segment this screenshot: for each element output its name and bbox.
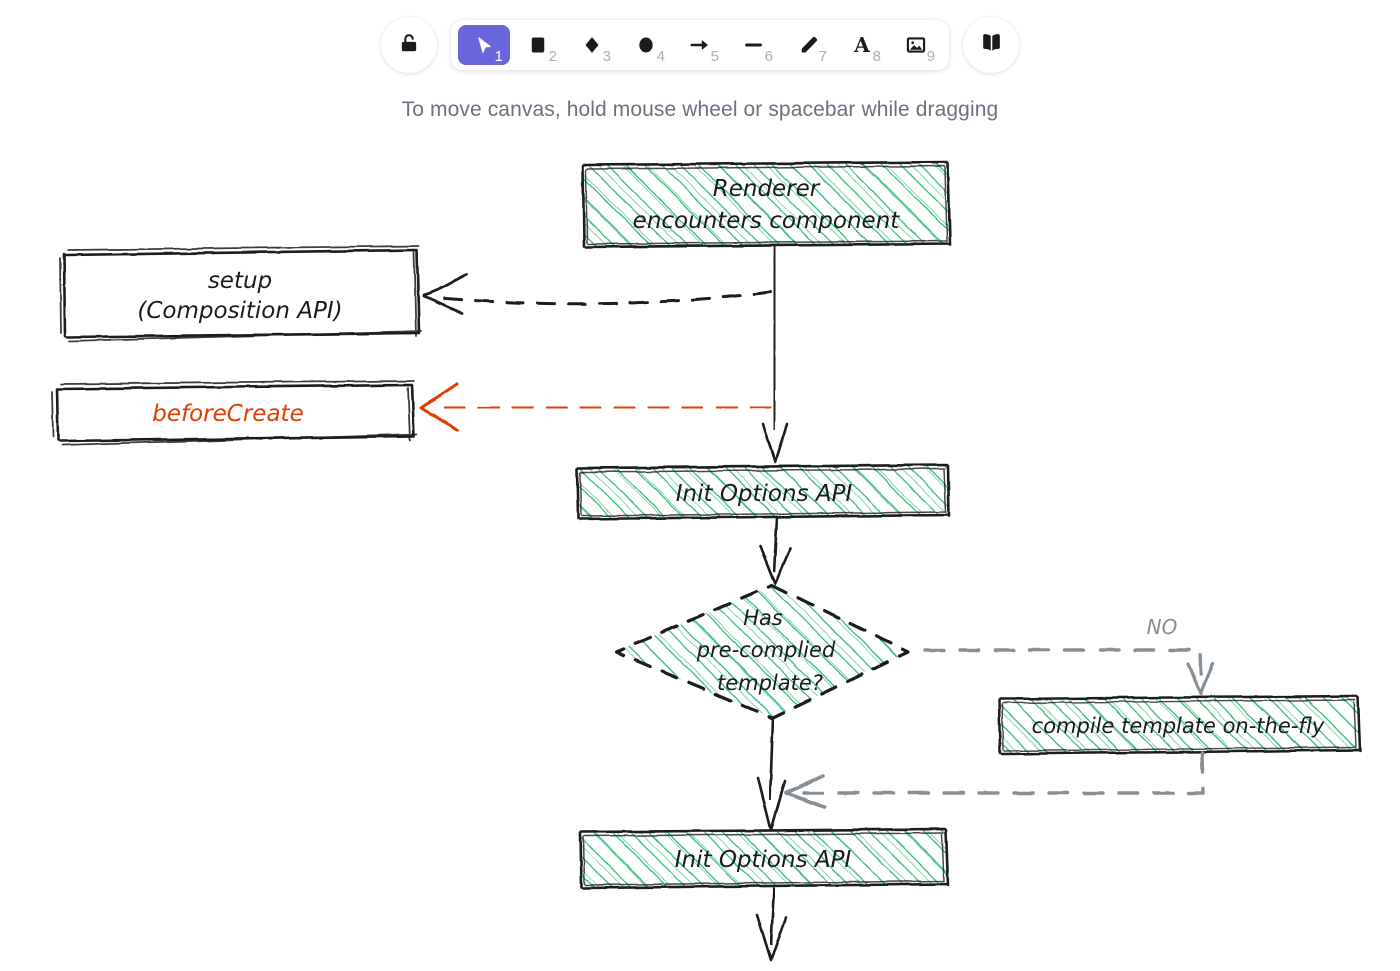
edge-main-to-beforecreate[interactable]: [419, 382, 772, 432]
text-icon: A: [851, 34, 873, 56]
book-icon: [978, 29, 1005, 61]
node-renderer-line-2: encounters component: [633, 208, 901, 234]
node-beforecreate-label: beforeCreate: [152, 401, 303, 427]
tool-arrow-key: 5: [710, 48, 719, 65]
unlock-icon: [396, 30, 422, 61]
edge-init1-to-diamond[interactable]: [758, 517, 792, 586]
line-icon: [743, 34, 765, 56]
lock-button[interactable]: [381, 17, 437, 73]
library-button[interactable]: [963, 17, 1019, 73]
tool-image-key: 9: [926, 48, 935, 65]
tool-diamond[interactable]: 3: [566, 25, 618, 65]
tool-line-key: 6: [764, 48, 773, 65]
selection-cursor-icon: [474, 35, 495, 56]
edge-compile-back-to-init2[interactable]: [784, 751, 1205, 809]
node-diamond-line-3: template?: [717, 671, 823, 695]
edge-diamond-no-to-compile[interactable]: NO: [923, 615, 1215, 696]
tool-island: 1 2 3 4: [451, 20, 949, 70]
edge-label-no: NO: [1147, 615, 1178, 639]
tool-arrow[interactable]: 5: [674, 25, 726, 65]
tool-selection[interactable]: 1: [458, 25, 510, 65]
node-compile-template-on-the-fly[interactable]: compile template on-the-fly: [997, 694, 1362, 756]
edge-renderer-to-init1[interactable]: [761, 245, 789, 464]
top-toolbar: 1 2 3 4: [0, 10, 1400, 80]
tool-ellipse[interactable]: 4: [620, 25, 672, 65]
node-init-options-api-1[interactable]: Init Options API: [575, 463, 951, 521]
diamond-icon: [582, 35, 602, 55]
node-setup-line-2: (Composition API): [137, 298, 342, 324]
ellipse-icon: [636, 35, 656, 55]
tool-diamond-key: 3: [602, 48, 611, 65]
node-beforecreate[interactable]: beforeCreate: [51, 380, 418, 446]
pencil-draw-icon: [798, 35, 819, 56]
node-diamond-line-1: Has: [743, 606, 783, 630]
edge-init2-to-next[interactable]: [755, 886, 788, 962]
tool-image[interactable]: 9: [890, 25, 942, 65]
tool-text[interactable]: A 8: [836, 25, 888, 65]
node-renderer[interactable]: Renderer encounters component: [581, 160, 952, 249]
node-compile-label: compile template on-the-fly: [1032, 714, 1325, 738]
node-init-options-api-1-label: Init Options API: [676, 481, 853, 507]
node-has-precompiled-template[interactable]: Has pre-complied template?: [614, 583, 910, 720]
arrow-icon: [689, 34, 711, 56]
tool-draw-key: 7: [818, 48, 827, 65]
node-init-options-api-2-label: Init Options API: [675, 847, 852, 873]
tool-text-key: 8: [872, 48, 881, 65]
node-diamond-line-2: pre-complied: [696, 638, 836, 662]
rectangle-icon: [528, 35, 548, 55]
tool-rectangle-key: 2: [548, 48, 557, 65]
edge-diamond-to-init2[interactable]: [756, 717, 787, 832]
node-init-options-api-2[interactable]: Init Options API: [578, 827, 950, 890]
node-renderer-line-1: Renderer: [713, 176, 821, 202]
edge-main-to-setup[interactable]: [422, 272, 773, 315]
image-icon: [905, 34, 927, 56]
tool-rectangle[interactable]: 2: [512, 25, 564, 65]
canvas-hint-text: To move canvas, hold mouse wheel or spac…: [401, 98, 999, 121]
svg-text:A: A: [853, 34, 870, 56]
tool-selection-key: 1: [494, 48, 503, 65]
node-setup-line-1: setup: [208, 268, 272, 294]
tool-line[interactable]: 6: [728, 25, 780, 65]
tool-draw[interactable]: 7: [782, 25, 834, 65]
node-setup[interactable]: setup (Composition API): [59, 245, 422, 342]
tool-ellipse-key: 4: [656, 48, 665, 65]
